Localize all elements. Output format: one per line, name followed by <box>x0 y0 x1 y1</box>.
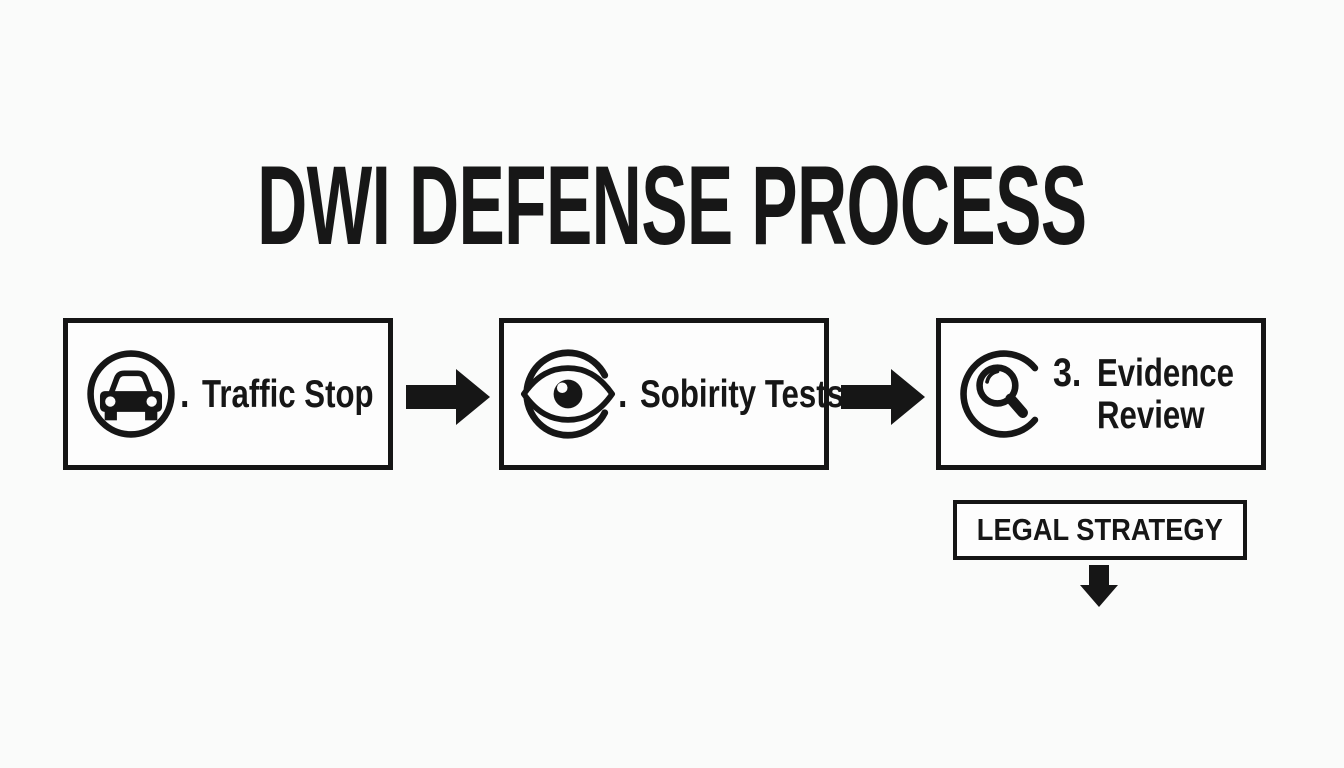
page-title: DWI DEFENSE PROCESS <box>257 143 1087 268</box>
step-text: . Sobirity Tests <box>618 372 895 417</box>
step-box-evidence-review: 3. Evidence Review <box>936 318 1266 470</box>
step-number: . <box>618 371 628 416</box>
legal-strategy-box: LEGAL STRATEGY <box>953 500 1247 560</box>
flow-arrow-right-2 <box>841 369 925 425</box>
step-box-traffic-stop: . Traffic Stop <box>63 318 393 470</box>
step-text: . Traffic Stop <box>180 372 417 417</box>
step-number: 3. <box>1053 350 1082 395</box>
flow-arrow-right-1 <box>406 369 490 425</box>
step-label: Traffic Stop <box>202 372 374 416</box>
legal-strategy-label: LEGAL STRATEGY <box>976 512 1224 547</box>
flow-arrow-down <box>1080 565 1118 607</box>
title-container: DWI DEFENSE PROCESS <box>0 150 1344 262</box>
step-label: Sobirity Tests <box>640 372 845 416</box>
car-icon <box>87 350 175 438</box>
magnifying-glass-icon <box>960 350 1039 438</box>
step-text: 3. Evidence Review <box>1053 351 1277 437</box>
step-label: Evidence Review <box>1097 351 1235 437</box>
step-number: . <box>180 371 190 416</box>
step-box-sobriety-tests: . Sobirity Tests <box>499 318 844 470</box>
eye-icon <box>520 349 616 439</box>
